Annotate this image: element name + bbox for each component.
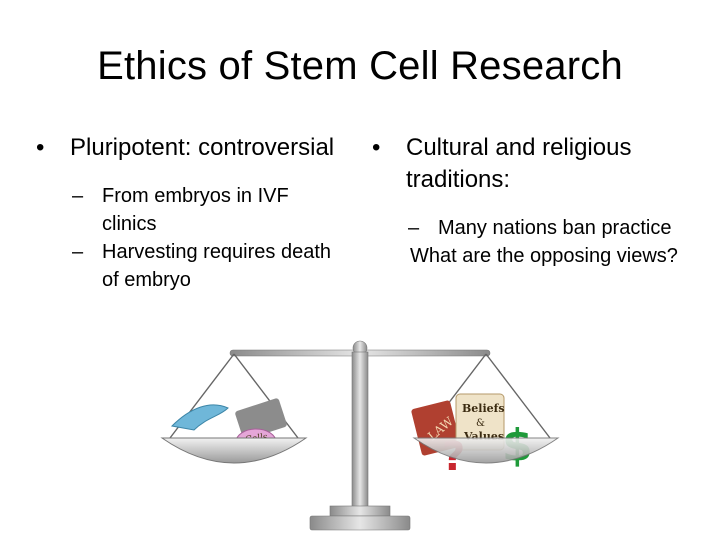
scale-pillar [351,351,369,513]
sub-bullet-harvesting: – Harvesting requires death of embryo [36,238,336,294]
right-column: • Cultural and religious traditions: – M… [372,132,692,270]
right-pan-contents: LAW Beliefs & Values ? $ [411,393,533,480]
left-chain [233,353,299,439]
sub-bullet-text: Many nations ban practice [438,217,672,239]
sub-bullets-right: – Many nations ban practice What are the… [372,214,692,270]
right-chain [485,353,551,439]
bullet-marker: • [372,134,381,161]
book-icon [235,398,287,440]
opposing-views-question: What are the opposing views? [410,245,678,267]
beliefs-label: Beliefs [462,402,505,415]
left-column: • Pluripotent: controversial – From embr… [36,132,336,294]
sub-bullet-marker: – [72,185,84,207]
bullet-marker: • [36,134,45,161]
bullet-pluripotent: • Pluripotent: controversial [36,132,336,164]
sub-bullet-nations: – Many nations ban practice [372,214,692,242]
left-pan [160,437,308,464]
bullet-text: Cultural and religious traditions: [406,134,632,193]
bullet-text: Pluripotent: controversial [70,134,335,161]
scale-base [309,515,411,531]
scale-base-top [329,505,391,517]
ampersand-label: & [476,418,485,429]
sub-bullet-marker: – [72,241,84,263]
sub-bullet-marker: – [408,217,420,239]
sub-bullet-ivf: – From embryos in IVF clinics [36,182,336,238]
balance-scale-icon: Adult Stem Cells LAW Beliefs & Values ? … [160,340,560,531]
slide-title: Ethics of Stem Cell Research [97,44,623,88]
sub-bullet-text: From embryos in IVF clinics [102,185,289,235]
sub-bullets-left: – From embryos in IVF clinics – Harvesti… [36,182,336,294]
caduceus-icon [170,404,229,431]
sub-bullet-text: Harvesting requires death of embryo [102,241,332,291]
bullet-cultural: • Cultural and religious traditions: [372,132,692,196]
right-pan [412,437,560,464]
